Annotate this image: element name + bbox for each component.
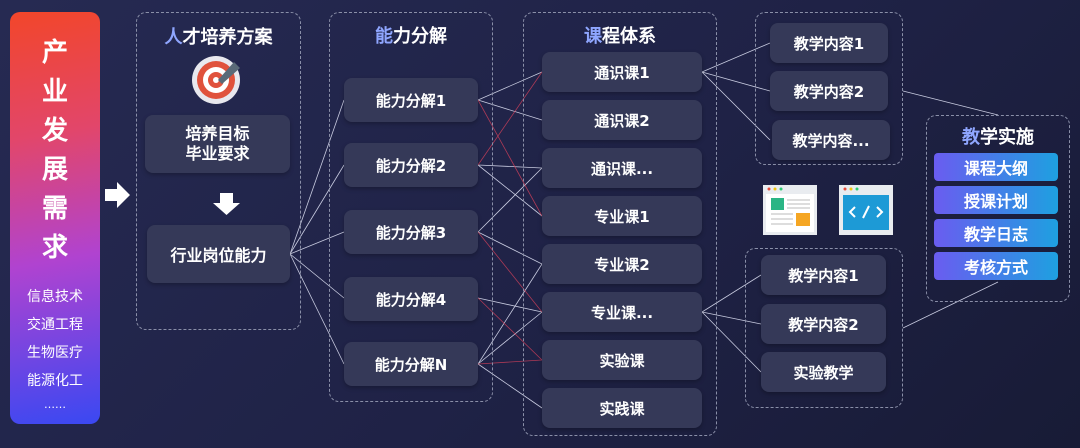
syllabus-tag: 课程大纲 (934, 153, 1058, 181)
industry-field: 生物医疗 (27, 345, 83, 361)
teaching-plan-tag: 授课计划 (934, 186, 1058, 214)
content-bottom-group (745, 248, 903, 408)
course-system-title: 课程体系 (584, 26, 656, 47)
industry-title-char: 产 (41, 38, 68, 68)
industry-field: 能源化工 (27, 373, 83, 389)
industry-title-char: 业 (41, 77, 68, 107)
content-item: 实验教学 (761, 352, 886, 392)
industry-title-char: 展 (41, 155, 68, 185)
talent-plan-title: 人才培养方案 (164, 27, 273, 48)
assessment-tag: 考核方式 (934, 252, 1058, 280)
content-item: 教学内容2 (761, 304, 886, 344)
teaching-log-tag: 教学日志 (934, 219, 1058, 247)
course-system-group (523, 12, 717, 436)
course-item: 通识课1 (542, 52, 702, 92)
ability-decomp-title: 能力分解 (375, 26, 447, 47)
ability-item: 能力分解1 (344, 78, 478, 122)
course-item: 专业课... (542, 292, 702, 332)
ability-item: 能力分解N (344, 342, 478, 386)
course-item: 专业课1 (542, 196, 702, 236)
course-item: 通识课2 (542, 100, 702, 140)
content-top-group (755, 12, 903, 165)
ability-item: 能力分解2 (344, 143, 478, 187)
industry-title-char: 需 (41, 194, 68, 224)
teaching-implementation-group (926, 115, 1070, 302)
industry-ability-box: 行业岗位能力 (147, 225, 290, 283)
industry-field: 信息技术 (27, 289, 83, 305)
content-item: 教学内容... (772, 120, 890, 160)
goal-requirements-box: 培养目标毕业要求 (145, 115, 290, 173)
industry-title-char: 求 (41, 233, 68, 263)
content-item: 教学内容2 (770, 71, 888, 111)
course-item: 专业课2 (542, 244, 702, 284)
course-item: 实践课 (542, 388, 702, 428)
industry-field: 交通工程 (27, 317, 83, 333)
industry-demand-panel: 产 业 发 展 需 求 信息技术 交通工程 生物医疗 能源化工 …… (10, 12, 100, 424)
talent-plan-group (136, 12, 301, 330)
teaching-implementation-title: 教学实施 (962, 127, 1034, 148)
ability-decomp-group (329, 12, 493, 402)
ability-item: 能力分解4 (344, 277, 478, 321)
course-item: 实验课 (542, 340, 702, 380)
industry-title-char: 发 (41, 116, 68, 146)
industry-field: …… (44, 398, 66, 411)
content-item: 教学内容1 (770, 23, 888, 63)
ability-item: 能力分解3 (344, 210, 478, 254)
content-item: 教学内容1 (761, 255, 886, 295)
course-item: 通识课... (542, 148, 702, 188)
